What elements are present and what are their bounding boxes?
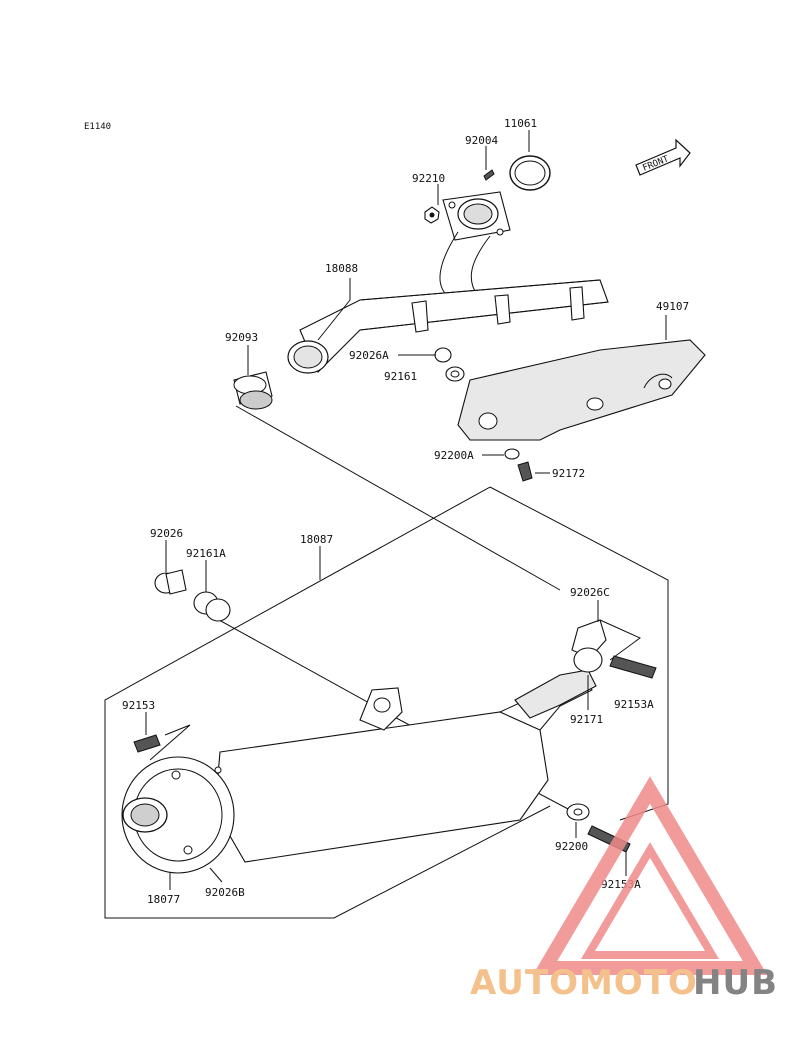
collar-92026 [154,569,187,595]
sleeve-92093 [233,371,273,410]
label-92026B: 92026B [205,886,245,899]
stud-92004 [483,169,495,181]
nut-92210 [424,206,440,224]
label-18088: 18088 [325,262,358,275]
label-92153: 92153 [122,699,155,712]
label-92210: 92210 [412,172,445,185]
label-92172: 92172 [552,467,585,480]
clamp-92171 [571,619,607,673]
front-arrow-icon: FRONT [635,138,691,176]
label-92026A: 92026A [349,349,389,362]
diagram-code: E1140 [84,122,111,132]
label-92093: 92093 [225,331,258,344]
bolt-92153 [133,734,161,753]
label-92200A: 92200A [434,449,474,462]
label-92171: 92171 [570,713,603,726]
washer-92200A [504,448,520,460]
label-92161: 92161 [384,370,417,383]
bolt-92172 [517,461,533,482]
grommet-92161 [445,366,465,382]
collar-92026A [434,347,452,363]
bolt-92153A-upper [609,655,657,679]
muffler-18087 [214,669,597,863]
label-92004: 92004 [465,134,498,147]
label-92153A-upper: 92153A [614,698,654,711]
label-92200: 92200 [555,840,588,853]
label-18077: 18077 [147,893,180,906]
grommet-92161A [193,591,231,622]
leader-lines [145,130,667,890]
watermark-text-auto: AUTOMOTO [470,963,698,1003]
end-cap-18077 [121,756,235,874]
heat-guard-49107 [457,339,706,441]
label-92026C: 92026C [570,586,610,599]
washer-92200 [566,803,590,821]
watermark-text-hub: HUB [693,963,778,1003]
header-pipe-18088 [287,191,609,374]
label-11061: 11061 [504,117,537,130]
label-92026: 92026 [150,527,183,540]
gasket-11061 [509,155,551,191]
label-18087: 18087 [300,533,333,546]
label-49107: 49107 [656,300,689,313]
watermark-logo: AUTOMOTO HUB [470,776,778,1003]
label-92161A: 92161A [186,547,226,560]
